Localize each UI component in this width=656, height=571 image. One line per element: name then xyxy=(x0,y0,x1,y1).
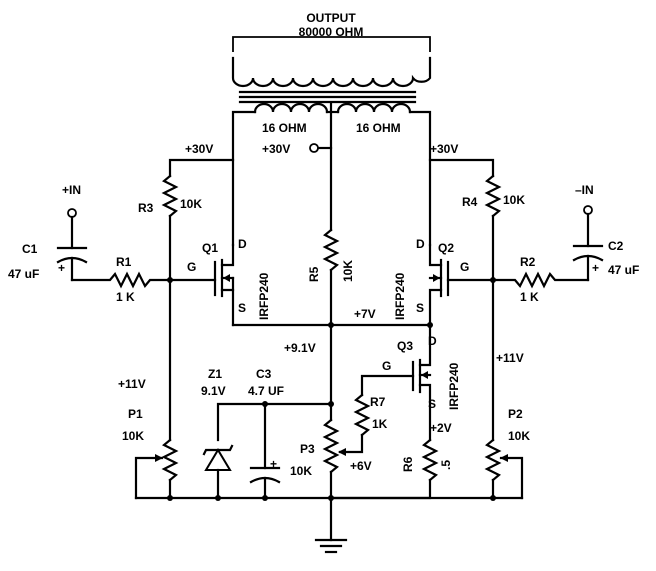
r4-resistor xyxy=(428,158,502,442)
output-title: OUTPUT xyxy=(306,11,356,25)
c1-name: C1 xyxy=(22,242,38,256)
c3-name: C3 xyxy=(256,367,272,381)
c2-plus: + xyxy=(592,261,599,275)
z1-zener xyxy=(202,444,234,500)
r5-resistor xyxy=(322,228,340,327)
p2-potentiometer xyxy=(484,438,524,500)
supply-left-label: +30V xyxy=(185,142,213,156)
r3-name: R3 xyxy=(138,201,154,215)
q2-gate: G xyxy=(460,260,469,274)
v6-label: +6V xyxy=(350,459,372,473)
r2-value: 1 K xyxy=(520,290,539,304)
r2-resistor xyxy=(446,271,590,289)
p3-value: 10K xyxy=(290,464,312,478)
c3-value: 4.7 UF xyxy=(248,384,284,398)
p2-value: 10K xyxy=(508,429,530,443)
v7-label: +7V xyxy=(354,307,376,321)
v11-left-label: +11V xyxy=(118,377,146,391)
primary-left-label: 16 OHM xyxy=(262,121,307,135)
p3-potentiometer xyxy=(322,418,346,542)
r5-name: R5 xyxy=(307,266,321,282)
c1-capacitor xyxy=(56,215,88,282)
r2-name: R2 xyxy=(520,255,536,269)
supply-right-label: +30V xyxy=(430,142,458,156)
r1-value: 1 K xyxy=(116,290,135,304)
r6-resistor xyxy=(329,438,439,500)
q2-name: Q2 xyxy=(438,241,454,255)
p2-name: P2 xyxy=(508,407,523,421)
c2-value: 47 uF xyxy=(608,263,639,277)
q3-drain: D xyxy=(428,334,437,348)
in-minus-label: –IN xyxy=(575,183,594,197)
r3-resistor xyxy=(161,158,235,442)
r7-resistor xyxy=(338,393,371,454)
ground-bus xyxy=(134,495,524,501)
q3-source: S xyxy=(428,397,436,411)
p3-name: P3 xyxy=(300,442,315,456)
p1-name: P1 xyxy=(128,407,143,421)
v9-label: +9.1V xyxy=(284,341,316,355)
supply-center-label: +30V xyxy=(262,142,290,156)
q1-drain: D xyxy=(238,237,247,251)
q1-name: Q1 xyxy=(202,241,218,255)
z1-value: 9.1V xyxy=(201,384,226,398)
r1-resistor xyxy=(70,271,217,289)
c3-capacitor xyxy=(249,402,281,500)
q3-gate: G xyxy=(382,359,391,373)
q1-gate: G xyxy=(187,260,196,274)
r5-value: 10K xyxy=(341,260,355,282)
primary-right-label: 16 OHM xyxy=(356,121,401,135)
r4-value: 10K xyxy=(503,193,525,207)
v2-label: +2V xyxy=(430,421,452,435)
q3-part: IRFP240 xyxy=(447,362,461,410)
q1-source: S xyxy=(238,301,246,315)
c3-plus: + xyxy=(270,457,277,471)
c2-capacitor xyxy=(572,212,604,282)
output-transformer xyxy=(231,36,432,247)
r7-name: R7 xyxy=(370,395,386,409)
r6-value: .5 xyxy=(439,460,453,470)
center-tap-supply xyxy=(309,110,333,232)
q1-part: IRFP240 xyxy=(257,272,271,320)
r4-name: R4 xyxy=(462,195,478,209)
in-plus-label: +IN xyxy=(62,183,81,197)
r7-value: 1K xyxy=(372,417,388,431)
ground-symbol xyxy=(314,538,348,554)
z1-name: Z1 xyxy=(208,367,222,381)
r6-name: R6 xyxy=(401,456,415,472)
c1-plus: + xyxy=(58,261,65,275)
output-impedance: 80000 OHM xyxy=(299,25,364,39)
r3-value: 10K xyxy=(180,197,202,211)
r1-name: R1 xyxy=(116,255,132,269)
q2-part: IRFP240 xyxy=(393,272,407,320)
q2-mosfet xyxy=(428,243,450,327)
p1-potentiometer xyxy=(134,438,179,500)
q3-name: Q3 xyxy=(397,339,413,353)
q2-drain: D xyxy=(416,237,425,251)
v11-right-label: +11V xyxy=(496,351,524,365)
q2-source: S xyxy=(416,301,424,315)
q3-mosfet xyxy=(360,323,432,442)
c2-name: C2 xyxy=(608,239,624,253)
p1-value: 10K xyxy=(122,429,144,443)
c1-value: 47 uF xyxy=(8,267,39,281)
